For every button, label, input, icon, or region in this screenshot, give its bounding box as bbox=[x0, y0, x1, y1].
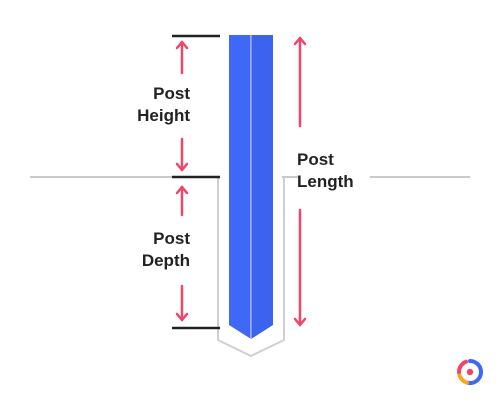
length-down-arrow bbox=[293, 208, 307, 327]
post-depth-label-line2: Depth bbox=[141, 251, 190, 270]
height-down-arrow bbox=[175, 137, 189, 172]
length-up-arrow bbox=[293, 36, 307, 128]
post-depth-label: Post Depth bbox=[110, 228, 190, 272]
depth-down-arrow bbox=[175, 284, 189, 322]
post-height-label-line2: Height bbox=[137, 106, 190, 125]
height-up-arrow bbox=[175, 40, 189, 75]
circular-logo-icon bbox=[456, 359, 484, 386]
post-length-label: Post Length bbox=[297, 149, 377, 193]
post-depth-label-line1: Post bbox=[153, 229, 190, 248]
post-height-label-line1: Post bbox=[153, 84, 190, 103]
post-hole-outline bbox=[217, 177, 285, 358]
depth-up-arrow bbox=[175, 185, 189, 217]
post-length-label-line1: Post bbox=[297, 150, 334, 169]
post-shading bbox=[251, 35, 273, 339]
post-height-label: Post Height bbox=[110, 83, 190, 127]
post-length-label-line2: Length bbox=[297, 172, 354, 191]
